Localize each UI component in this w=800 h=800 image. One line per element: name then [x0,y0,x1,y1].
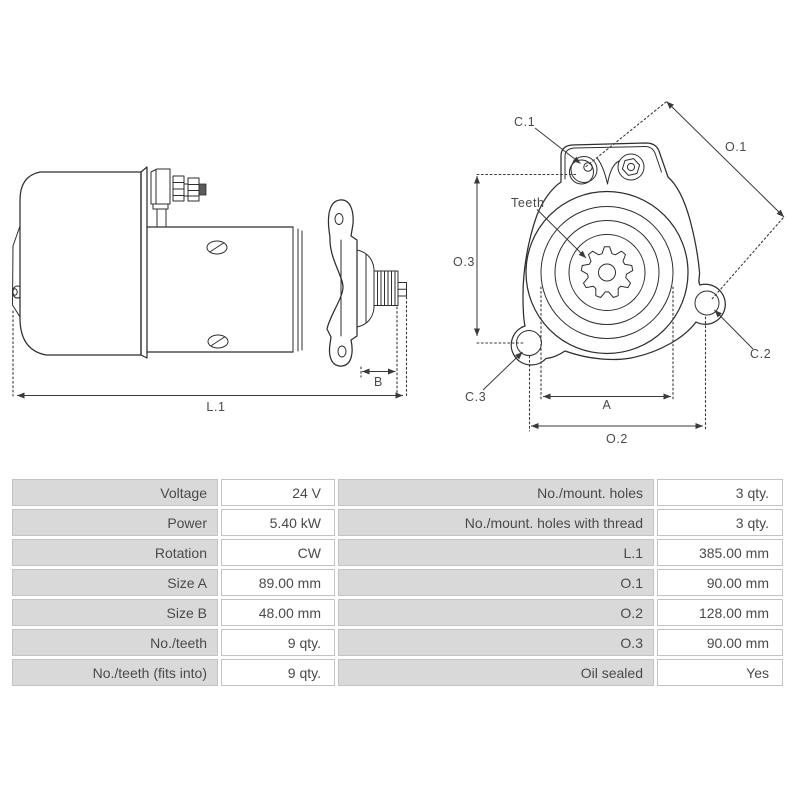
spec-label: Voltage [12,479,218,506]
mount-hole-c3 [516,330,542,356]
spec-value: 3 qty. [657,479,783,506]
spec-label: Size B [12,599,218,626]
spec-value: 24 V [221,479,335,506]
pinion-gear-front [580,246,634,298]
end-cap-edge [12,225,21,318]
spec-label: Power [12,509,218,536]
dim-label-c2: C.2 [750,347,771,361]
spec-label: L.1 [338,539,654,566]
spec-value: 48.00 mm [221,599,335,626]
dim-label-l1: L.1 [206,400,225,414]
spec-label: No./mount. holes [338,479,654,506]
mount-hole-c1 [569,156,598,185]
dim-label-o1: O.1 [725,140,747,154]
dim-label-c1: C.1 [514,115,535,129]
drive-end-shaft [356,249,407,328]
motor-housing-body [19,171,142,356]
dimension-o3: O.3 [453,173,578,344]
spec-value: Yes [657,659,783,686]
spec-label: No./mount. holes with thread [338,509,654,536]
flange-outline [510,142,726,366]
flange-hole-bottom [337,345,347,358]
spec-value: 5.40 kW [221,509,335,536]
spec-value: 9 qty. [221,629,335,656]
flange-hole-top [334,213,344,225]
dimension-l1: L.1 [12,296,408,414]
spec-label: Oil sealed [338,659,654,686]
spec-label: No./teeth [12,629,218,656]
callout-c3: C.3 [465,351,523,404]
spec-label: Rotation [12,539,218,566]
spec-value: 90.00 mm [657,569,783,596]
spec-label: O.3 [338,629,654,656]
motor-cylinder [146,226,303,353]
front-view-drawing: C.1 O.1 Teeth O.3 [453,101,785,446]
mount-hole-top-right [617,153,645,181]
dim-label-a: A [603,398,612,412]
spec-value: 128.00 mm [657,599,783,626]
terminal-stud [150,168,207,227]
spec-value: 90.00 mm [657,629,783,656]
dim-label-o3: O.3 [453,255,475,269]
side-view-drawing: B L.1 [12,166,408,414]
mount-hole-c2 [694,290,720,316]
spec-value: CW [221,539,335,566]
dimension-a: A [540,286,674,412]
spec-value: 89.00 mm [221,569,335,596]
dim-label-teeth: Teeth [511,196,545,210]
dim-label-o2: O.2 [606,432,628,446]
dimension-o1: O.1 [585,101,785,300]
spec-label: O.2 [338,599,654,626]
dimension-b: B [360,306,398,398]
callout-c2: C.2 [714,309,771,361]
spec-label: O.1 [338,569,654,596]
housing-joint-band [140,166,148,359]
dim-label-c3: C.3 [465,390,486,404]
dim-label-b: B [374,375,383,389]
spec-value: 9 qty. [221,659,335,686]
technical-drawing: B L.1 [12,101,785,446]
callout-teeth: Teeth [511,196,587,259]
callout-c1: C.1 [514,115,581,164]
flange-face-circle [525,190,689,355]
screw-top [206,240,228,255]
spec-label: No./teeth (fits into) [12,659,218,686]
spec-label: Size A [12,569,218,596]
spec-value: 3 qty. [657,509,783,536]
spec-value: 385.00 mm [657,539,783,566]
mounting-flange-side [326,199,358,367]
dimension-o2: O.2 [528,316,707,446]
screw-bottom [207,334,229,349]
